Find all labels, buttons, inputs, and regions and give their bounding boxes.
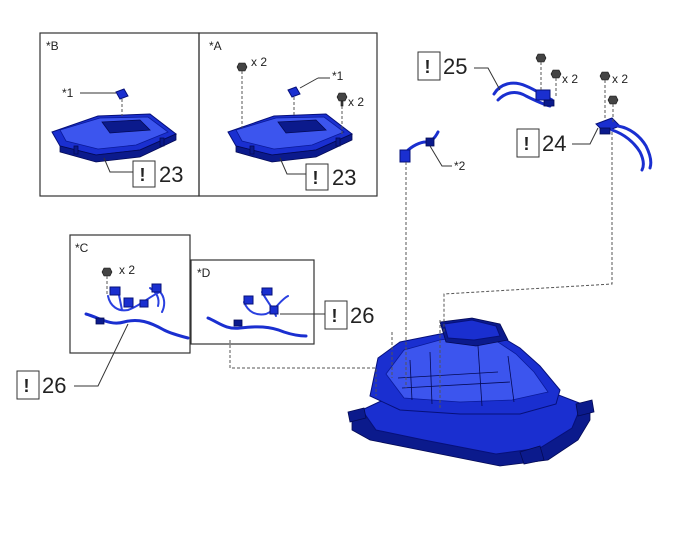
svg-text:!: !	[332, 306, 338, 326]
bolt-icon	[336, 92, 348, 107]
svg-text:23: 23	[159, 162, 183, 187]
bolt-icon	[607, 95, 619, 105]
note-star2: *2	[454, 159, 466, 173]
exclamation-box-icon	[305, 163, 329, 191]
qty-bolts-a-right: x 2	[348, 95, 364, 109]
wire-harness-c	[84, 283, 190, 340]
note-star1-a: *1	[332, 69, 344, 83]
svg-text:26: 26	[350, 303, 374, 328]
callout-23-b: ! 23	[103, 157, 183, 188]
panel-b-label: *B	[46, 39, 59, 53]
svg-text:!: !	[313, 168, 319, 188]
panel-c: *C	[69, 234, 191, 354]
qty-bolts-a-left: x 2	[251, 55, 267, 69]
clip-part-a	[287, 86, 301, 98]
qty-nuts-24: x 2	[612, 72, 628, 86]
qty-nuts-25: x 2	[562, 72, 578, 86]
exclamation-box-icon	[132, 160, 156, 188]
callout-26-d: ! 26	[280, 300, 374, 330]
svg-text:!: !	[140, 165, 146, 185]
svg-text:!: !	[524, 134, 530, 154]
bolt-icon	[550, 69, 562, 79]
svg-text:23: 23	[332, 165, 356, 190]
cover-plate-b	[51, 113, 177, 163]
exclamation-box-icon	[324, 300, 348, 330]
panel-a-label: *A	[209, 39, 222, 53]
battery-assembly	[347, 317, 595, 467]
callout-23-a: ! 23	[279, 157, 356, 191]
panel-a: *A	[198, 32, 378, 197]
svg-text:25: 25	[443, 54, 467, 79]
callout-26-c: ! 26	[16, 323, 129, 400]
bolt-icon	[236, 62, 248, 72]
svg-text:24: 24	[542, 131, 566, 156]
qty-nuts-c: x 2	[119, 263, 135, 277]
panel-d: *D	[190, 259, 315, 345]
svg-text:!: !	[425, 57, 431, 77]
cable-24	[595, 117, 653, 172]
clip-part-b	[115, 88, 129, 100]
callout-24: ! 24	[516, 127, 599, 158]
connector-star2	[399, 130, 440, 163]
panel-d-label: *D	[197, 266, 211, 280]
bolt-icon	[599, 71, 611, 81]
bolt-icon	[535, 53, 547, 63]
exclamation-box-icon	[16, 370, 40, 400]
bolt-icon	[101, 267, 113, 277]
svg-text:26: 26	[42, 373, 66, 398]
cover-plate-a	[227, 113, 353, 163]
wire-harness-d	[206, 287, 308, 338]
exclamation-box-icon	[516, 128, 540, 158]
callout-25: ! 25	[417, 51, 501, 91]
cable-25	[492, 81, 555, 108]
note-star1-b: *1	[62, 86, 74, 100]
svg-text:!: !	[24, 376, 30, 396]
panel-c-label: *C	[75, 241, 89, 255]
exclamation-box-icon	[417, 51, 441, 81]
